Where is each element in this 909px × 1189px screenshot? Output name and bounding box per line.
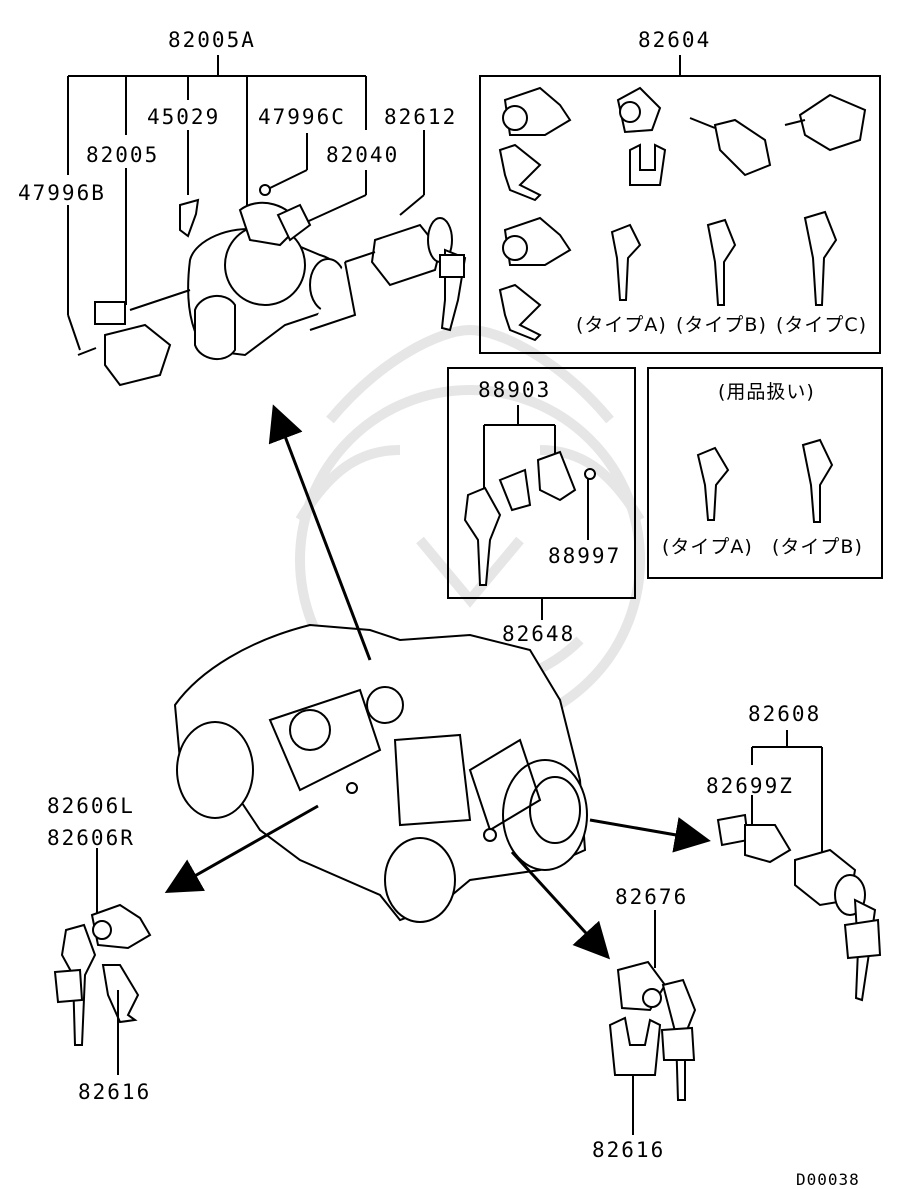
part-label-82606R: 82606R [47,826,135,850]
pointer-arrows [164,404,711,960]
part-label-82005A: 82005A [168,28,256,52]
box-82604-illustrations [498,86,867,342]
part-label-82608: 82608 [748,702,822,726]
part-label-82604: 82604 [638,28,712,52]
part-label-47996B: 47996B [18,181,106,205]
rear-lock-illustration [608,960,697,1101]
part-label-82612: 82612 [384,105,458,129]
key-type-c-label: (タイプC) [776,314,868,336]
part-label-88997: 88997 [548,544,622,568]
part-label-45029: 45029 [147,105,221,129]
part-label-82676: 82676 [615,885,689,909]
part-label-82040: 82040 [326,143,400,167]
accessory-keys-illustrations [696,438,834,523]
box-82648-illustrations [463,450,596,586]
part-label-82699Z: 82699Z [706,774,794,798]
key-type-a-label: (タイプA) [576,314,667,336]
part-label-82648: 82648 [502,622,576,646]
part-label-47996C: 47996C [258,105,346,129]
vehicle-illustration [173,623,588,923]
box-accessory-keys [647,367,883,579]
ignition-switch-illustration [77,184,357,387]
part-label-82606L: 82606L [47,794,135,818]
key-type-b-label: (タイプB) [676,314,767,336]
key-cylinder-82612-illustration [344,217,467,332]
accessory-type-b-label: (タイプB) [772,536,863,558]
diagram-code: D00038 [796,1170,860,1189]
accessory-box-title: (用品扱い) [718,381,815,403]
leader-lines-82005A [67,55,425,351]
door-lock-left-illustration [53,903,152,1046]
box-82604 [479,75,881,354]
part-label-82616-left: 82616 [78,1080,152,1104]
leader-lines-82606 [96,848,119,1075]
spare-tire-lock-illustration [716,813,882,1002]
leader-lines-82676 [632,910,656,1135]
part-label-82005: 82005 [86,143,160,167]
accessory-type-a-label: (タイプA) [662,536,753,558]
part-label-82616-right: 82616 [592,1138,666,1162]
leader-lines-88903 [483,405,589,620]
part-label-88903: 88903 [478,378,552,402]
